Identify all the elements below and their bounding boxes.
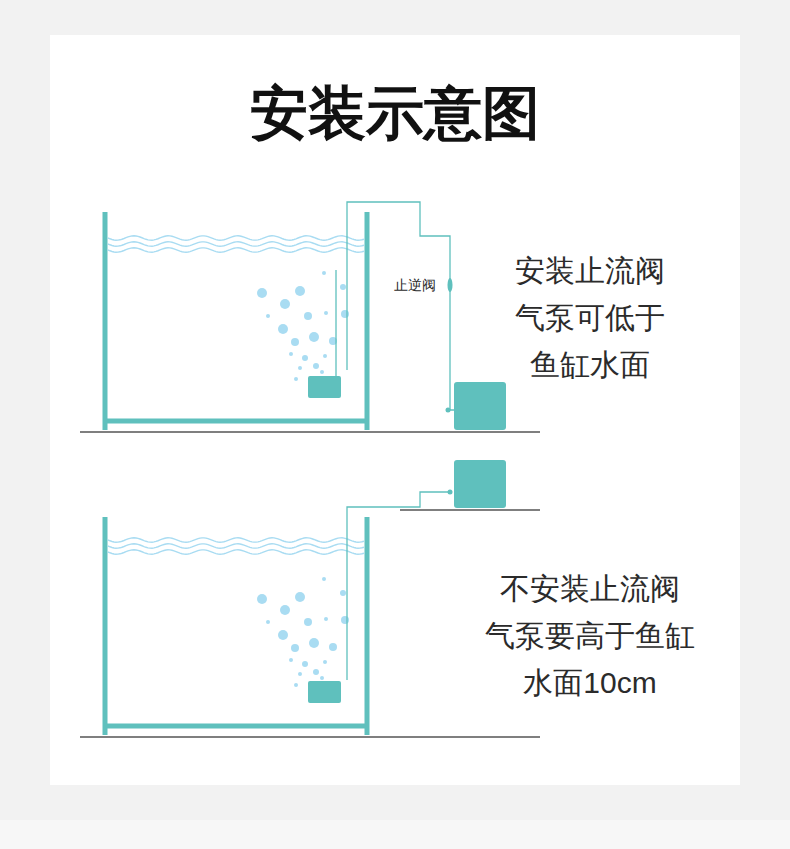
check-valve xyxy=(448,278,453,292)
bubble xyxy=(295,592,305,602)
setup-without-valve xyxy=(80,460,540,737)
bubble xyxy=(280,605,290,615)
install-note: 不安装止流阀 气泵要高于鱼缸 水面10cm xyxy=(485,565,695,706)
air-tube xyxy=(347,492,450,680)
wave-line xyxy=(108,538,364,542)
air-tube xyxy=(336,202,455,410)
bubble xyxy=(294,377,298,381)
bubble xyxy=(329,643,337,651)
fish-tank xyxy=(105,212,367,430)
bubble xyxy=(289,658,293,662)
wave-line xyxy=(108,544,364,548)
bubble xyxy=(324,311,328,315)
water-waves xyxy=(108,538,364,554)
valve-label: 止逆阀 xyxy=(392,276,438,294)
bubble xyxy=(323,354,327,358)
bubble xyxy=(266,620,270,624)
bubble xyxy=(309,638,319,648)
bubble xyxy=(320,676,324,680)
air-stone xyxy=(308,681,341,703)
bubble xyxy=(340,284,346,290)
panel xyxy=(50,35,740,785)
bubble xyxy=(341,616,349,624)
bubble xyxy=(313,363,319,369)
ground-line xyxy=(80,431,540,433)
bubble xyxy=(340,590,346,596)
bubble xyxy=(266,314,270,318)
bubble xyxy=(295,286,305,296)
wave-line xyxy=(108,242,364,246)
wave-line xyxy=(108,236,364,240)
bubble xyxy=(304,312,312,320)
bubble xyxy=(302,661,308,667)
bubble xyxy=(304,618,312,626)
setup-with-valve xyxy=(80,202,540,432)
bottom-band xyxy=(0,820,790,849)
bubble xyxy=(280,299,290,309)
tube-connector xyxy=(446,408,451,413)
bubble xyxy=(289,352,293,356)
bubble xyxy=(323,660,327,664)
bubble xyxy=(302,355,308,361)
bubble xyxy=(298,366,302,370)
air-stone xyxy=(308,376,341,398)
bubble xyxy=(320,370,324,374)
bubble xyxy=(313,669,319,675)
bubble xyxy=(309,332,319,342)
ground-line xyxy=(80,736,540,738)
bubble xyxy=(257,594,267,604)
wave-line xyxy=(108,248,364,252)
water-waves xyxy=(108,236,364,252)
bubble xyxy=(341,310,349,318)
air-pump xyxy=(454,460,506,508)
fish-tank xyxy=(105,517,367,735)
bubble xyxy=(298,672,302,676)
bubble xyxy=(322,271,326,275)
bubble xyxy=(278,630,288,640)
bubble xyxy=(291,644,299,652)
bubble xyxy=(294,683,298,687)
diagram-title: 安装示意图 xyxy=(250,78,540,148)
bubble xyxy=(324,617,328,621)
bubble xyxy=(322,577,326,581)
bubbles xyxy=(257,577,349,687)
bubble xyxy=(278,324,288,334)
air-pump xyxy=(454,382,506,430)
wave-line xyxy=(108,550,364,554)
install-note: 安装止流阀 气泵可低于 鱼缸水面 xyxy=(515,247,665,388)
bubbles xyxy=(257,271,349,381)
shelf-line xyxy=(400,509,540,511)
bubble xyxy=(291,338,299,346)
tube-connector xyxy=(448,490,453,495)
bubble xyxy=(257,288,267,298)
